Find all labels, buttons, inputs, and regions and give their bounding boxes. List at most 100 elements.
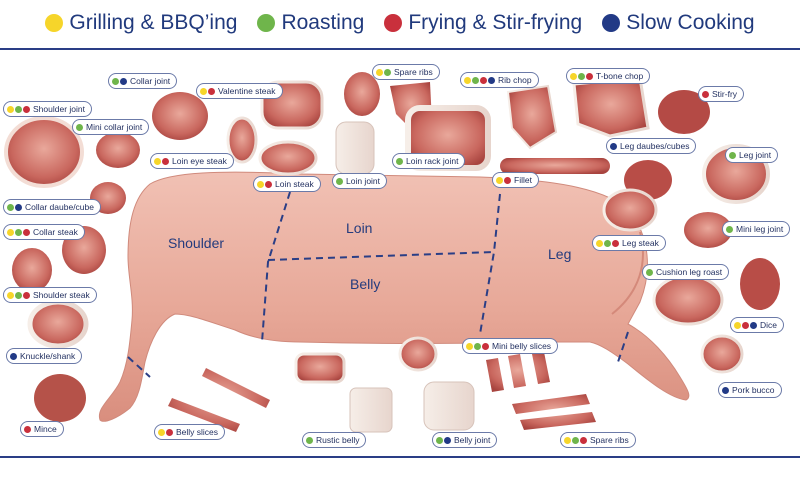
belly-slices-icon (168, 368, 270, 432)
knuckle-shank-icon (27, 299, 89, 349)
collar-joint-icon (152, 92, 208, 140)
label-belly-slices: Belly slices (154, 424, 226, 440)
frying-method-dot-icon (580, 436, 587, 444)
fillet-icon (500, 158, 610, 174)
roasting-method-dot-icon (7, 203, 14, 211)
illustration-svg (4, 72, 780, 433)
label-fillet: Fillet (492, 172, 539, 188)
roasting-method-dot-icon (572, 436, 579, 444)
frying-method-dot-icon (162, 157, 169, 165)
label-pork-bucco: Pork bucco (718, 382, 782, 398)
label-collar-daube: Collar daube/cube (3, 199, 101, 215)
label-leg-daubes: Leg daubes/cubes (606, 138, 697, 154)
label-belly-joint: Belly joint (432, 432, 498, 448)
label-mini-belly-slices: Mini belly slices (462, 338, 559, 354)
mini-leg-joint-icon (684, 212, 732, 248)
roasting-method-dot-icon (604, 239, 611, 247)
label-mini-leg-joint: Mini leg joint (722, 221, 791, 237)
roasting-method-dot-icon (578, 72, 585, 80)
slow-method-dot-icon (444, 436, 451, 444)
grilling-dot-icon (45, 14, 64, 32)
label-leg-joint: Leg joint (725, 147, 779, 163)
section-label-leg: Leg (548, 246, 572, 262)
grilling-method-dot-icon (200, 87, 207, 95)
frying-method-dot-icon (504, 176, 511, 184)
legend-label-grilling: Grilling & BBQ’ing (69, 11, 238, 34)
top-divider (0, 48, 800, 50)
section-label-shoulder: Shoulder (168, 235, 225, 251)
roasting-method-dot-icon (76, 123, 83, 131)
roasting-method-dot-icon (474, 342, 481, 350)
frying-method-dot-icon (23, 105, 30, 113)
slow-method-dot-icon (610, 142, 617, 150)
label-dice: Dice (730, 317, 785, 333)
label-shoulder-joint: Shoulder joint (3, 101, 92, 117)
frying-method-dot-icon (612, 239, 619, 247)
slow-method-dot-icon (15, 203, 22, 211)
cooking-method-legend: Grilling & BBQ’ing Roasting Frying & Sti… (0, 0, 800, 46)
frying-method-dot-icon (23, 228, 30, 236)
label-collar-steak: Collar steak (3, 224, 85, 240)
belly-joint-icon (423, 381, 475, 431)
section-label-loin: Loin (346, 220, 373, 236)
legend-item-grilling: Grilling & BBQ’ing (45, 11, 237, 35)
roasting-method-dot-icon (384, 68, 391, 76)
roasting-method-dot-icon (726, 225, 733, 233)
frying-method-dot-icon (702, 90, 709, 98)
legend-label-slow-cooking: Slow Cooking (626, 11, 755, 34)
label-loin-rack-joint: Loin rack joint (392, 153, 466, 169)
label-mince: Mince (20, 421, 64, 437)
frying-method-dot-icon (482, 342, 489, 350)
cushion-leg-roast-icon (652, 274, 724, 326)
roasting-method-dot-icon (396, 157, 403, 165)
label-loin-joint: Loin joint (332, 173, 388, 189)
loin-steak-icon (258, 140, 318, 176)
label-spare-ribs-top: Spare ribs (372, 64, 440, 80)
label-mini-collar-joint: Mini collar joint (72, 119, 150, 135)
label-spare-ribs-bottom: Spare ribs (560, 432, 636, 448)
label-loin-steak: Loin steak (253, 176, 321, 192)
slow-method-dot-icon (750, 321, 757, 329)
grilling-method-dot-icon (496, 176, 503, 184)
carcass-icon (98, 171, 690, 422)
roasting-method-dot-icon (15, 105, 22, 113)
label-knuckle-shank: Knuckle/shank (6, 348, 83, 364)
legend-item-frying: Frying & Stir-frying (384, 11, 582, 35)
grilling-method-dot-icon (158, 428, 165, 436)
grilling-method-dot-icon (7, 291, 14, 299)
mini-belly-slices-icon (486, 352, 550, 392)
frying-method-dot-icon (166, 428, 173, 436)
legend-label-frying: Frying & Stir-frying (408, 11, 583, 34)
frying-method-dot-icon (480, 76, 487, 84)
legend-item-roasting: Roasting (257, 11, 364, 35)
frying-dot-icon (384, 14, 403, 32)
grilling-method-dot-icon (734, 321, 741, 329)
label-leg-steak: Leg steak (592, 235, 666, 251)
bottom-divider (0, 456, 800, 458)
grilling-method-dot-icon (564, 436, 571, 444)
legend-item-slow-cooking: Slow Cooking (602, 11, 755, 35)
roasting-method-dot-icon (472, 76, 479, 84)
grilling-method-dot-icon (570, 72, 577, 80)
grilling-method-dot-icon (466, 342, 473, 350)
slow-method-dot-icon (722, 386, 729, 394)
roasting-method-dot-icon (646, 268, 653, 276)
grilling-method-dot-icon (464, 76, 471, 84)
label-collar-joint: Collar joint (108, 73, 178, 89)
pork-cuts-diagram: Shoulder Loin Belly Leg Shoulder joint M… (0, 52, 800, 456)
roasting-method-dot-icon (15, 291, 22, 299)
frying-method-dot-icon (24, 425, 31, 433)
grilling-method-dot-icon (257, 180, 264, 188)
dice-icon (740, 258, 780, 310)
slow-method-dot-icon (488, 76, 495, 84)
label-shoulder-steak: Shoulder steak (3, 287, 97, 303)
rustic-belly-small-icon (294, 352, 346, 384)
tbone-chop-icon (572, 76, 650, 138)
spare-ribs-top-icon (344, 72, 380, 116)
legend-label-roasting: Roasting (281, 11, 365, 34)
slow-method-dot-icon (10, 352, 17, 360)
section-cut-lines (127, 191, 629, 378)
frying-method-dot-icon (265, 180, 272, 188)
label-loin-eye-steak: Loin eye steak (150, 153, 234, 169)
grilling-method-dot-icon (376, 68, 383, 76)
